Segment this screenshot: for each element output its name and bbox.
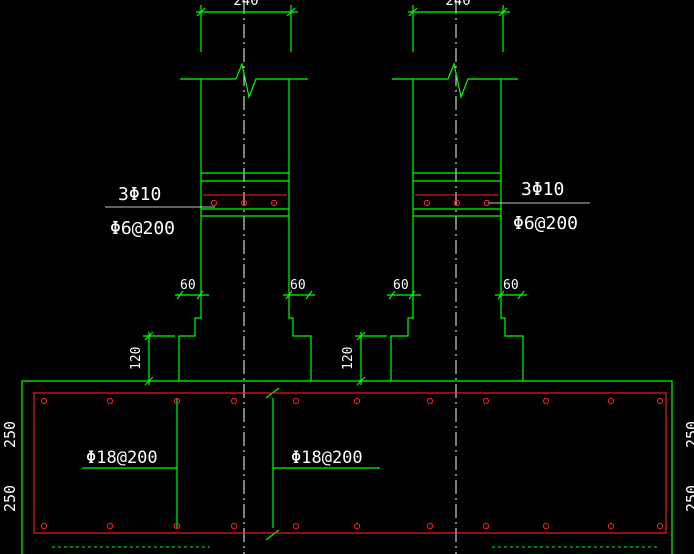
left-beam-bar-2: [240, 199, 248, 207]
left-offset-dim-right-tick-2: [305, 290, 313, 300]
right-stirrup-label: Φ6@200: [513, 213, 578, 234]
left-offset-dim-left-tick-2: [196, 290, 204, 300]
left-step-height-label: 120: [129, 347, 144, 370]
left-offset-label-2: 60: [290, 278, 306, 293]
slab-top-bar-3: [173, 397, 181, 405]
left-offset-dim-left-tick-1: [176, 290, 184, 300]
slab-top-bar-4: [230, 397, 238, 405]
right-wall-break-line: [392, 61, 518, 100]
slab-bottom-bars: [40, 522, 664, 530]
slab-outline: [21, 380, 673, 554]
left-footing-step-left: [178, 309, 202, 381]
slab-top-bars: [40, 397, 664, 405]
left-step-dim-tick-top: [144, 331, 154, 341]
left-main-bar-label: 3Φ10: [118, 184, 161, 205]
right-offset-dim-left-tick-2: [408, 290, 416, 300]
left-wall-width-label: 240: [233, 0, 258, 9]
slab-bottom-bar-8: [482, 522, 490, 530]
right-offset-label-2: 60: [503, 278, 519, 293]
slab-bottom-bar-10: [607, 522, 615, 530]
slab-rebar-cage: [33, 392, 667, 534]
slab-bottom-bar-3: [173, 522, 181, 530]
slab-bottom-bar-5: [292, 522, 300, 530]
left-offset-dim-right-tick-1: [285, 290, 293, 300]
right-beam-bar-3: [483, 199, 491, 207]
slab-top-bar-10: [607, 397, 615, 405]
slab-left-bar-label: Φ18@200: [86, 448, 158, 468]
slab-bottom-bar-2: [106, 522, 114, 530]
left-stirrup-label: Φ6@200: [110, 218, 175, 239]
slab-rebar-outline: [33, 392, 667, 534]
right-offset-label-1: 60: [393, 278, 409, 293]
slab-bottom-bar-11: [656, 522, 664, 530]
left-wall-dim-tick-right: [286, 7, 296, 17]
slab-top-bar-7: [426, 397, 434, 405]
right-beam-bar-1: [423, 199, 431, 207]
right-beam-bar-2: [453, 199, 461, 207]
slab-bottom-bar-4: [230, 522, 238, 530]
right-footing-step-left: [390, 309, 414, 381]
slab-right-edge-label-bottom: 250: [683, 485, 694, 512]
right-offset-dim-right-tick-2: [517, 290, 525, 300]
left-wall-dim-tick-left: [196, 7, 206, 17]
right-offset-dim-right-tick-1: [497, 290, 505, 300]
left-beam-bar-1: [210, 199, 218, 207]
slab-bottom-bar-1: [40, 522, 48, 530]
right-wall: [355, 5, 590, 386]
slab-right-bar-label: Φ18@200: [291, 448, 363, 468]
left-wall-break-line: [180, 61, 308, 100]
right-wall-dim-tick-left: [408, 7, 418, 17]
slab-right-edge-label-top: 250: [683, 421, 694, 448]
slab-bottom-bar-9: [542, 522, 550, 530]
right-footing-step-right: [500, 309, 524, 381]
right-beam-rebar: [415, 194, 499, 207]
slab-top-bar-9: [542, 397, 550, 405]
right-offset-dim-left-tick-1: [388, 290, 396, 300]
right-wall-dim-tick-right: [498, 7, 508, 17]
center-lines: [243, 0, 457, 554]
slab-top-bar-8: [482, 397, 490, 405]
right-step-height-label: 120: [341, 347, 356, 370]
slab-section-slash-bottom: [265, 529, 280, 541]
left-beam-bar-3: [270, 199, 278, 207]
slab-top-bar-11: [656, 397, 664, 405]
left-wall: [105, 5, 315, 386]
labels: 240 240 3Φ10 Φ6@200 3Φ10 Φ6@200 60 60 60…: [1, 0, 694, 512]
left-beam-rebar: [203, 194, 287, 207]
foundation-slab: [21, 380, 673, 554]
slab-bottom-bar-6: [353, 522, 361, 530]
slab-top-bar-5: [292, 397, 300, 405]
right-main-bar-label: 3Φ10: [521, 179, 564, 200]
right-wall-width-label: 240: [445, 0, 470, 9]
left-offset-label-1: 60: [180, 278, 196, 293]
slab-top-bar-1: [40, 397, 48, 405]
slab-bottom-bar-7: [426, 522, 434, 530]
left-footing-step-right: [288, 309, 312, 381]
slab-bottom-thickness-label: 250: [1, 485, 19, 512]
right-step-dim-tick-top: [356, 331, 366, 341]
slab-top-thickness-label: 250: [1, 421, 19, 448]
slab-top-bar-6: [353, 397, 361, 405]
slab-top-bar-2: [106, 397, 114, 405]
